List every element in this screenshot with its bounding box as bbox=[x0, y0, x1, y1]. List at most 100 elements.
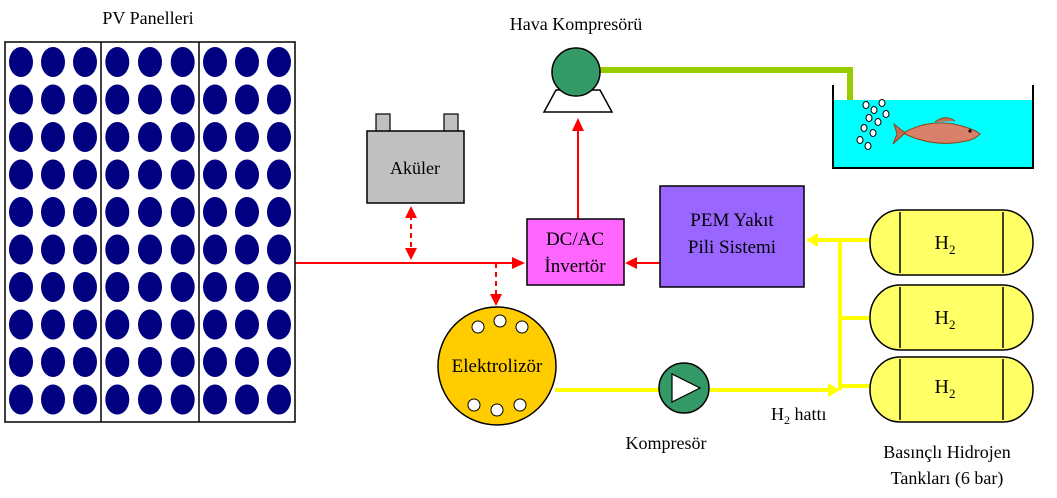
tanks-label-line2: Tankları (6 bar) bbox=[891, 468, 1004, 489]
air-compressor bbox=[542, 47, 614, 113]
pv-cell bbox=[73, 47, 97, 77]
pv-cell bbox=[9, 234, 33, 265]
hydrogen-lines bbox=[555, 238, 870, 392]
pv-cell bbox=[73, 122, 97, 152]
pv-cell bbox=[9, 84, 33, 115]
pv-cell bbox=[41, 159, 65, 190]
pv-cell bbox=[41, 272, 65, 302]
pv-cell bbox=[138, 84, 162, 115]
pv-cell bbox=[203, 122, 227, 152]
pv-cell bbox=[170, 47, 195, 77]
dc-ac-inverter: DC/AC İnvertör bbox=[526, 218, 625, 286]
pv-cell bbox=[203, 234, 227, 265]
pv-cell bbox=[267, 159, 291, 190]
pv-cell bbox=[9, 197, 33, 227]
pv-cell bbox=[170, 159, 195, 190]
pv-cell bbox=[105, 272, 130, 302]
pv-cell bbox=[267, 197, 291, 227]
inverter-label-line1: DC/AC bbox=[546, 229, 604, 250]
pv-cell bbox=[9, 384, 33, 415]
fish-tank bbox=[832, 85, 1034, 169]
pv-cell bbox=[138, 122, 162, 152]
h2-tank-3: H2 bbox=[869, 356, 1034, 423]
pv-cell bbox=[170, 272, 195, 302]
pv-cell bbox=[9, 47, 33, 77]
pv-cell bbox=[73, 159, 97, 190]
h2-line-arrow bbox=[828, 383, 840, 397]
pv-cell bbox=[41, 47, 65, 77]
pv-cell bbox=[235, 234, 259, 265]
pv-cell bbox=[203, 159, 227, 190]
pv-cell bbox=[267, 84, 291, 115]
pv-panels-label: PV Panelleri bbox=[102, 8, 193, 28]
pv-cell bbox=[105, 122, 130, 152]
pv-cell bbox=[170, 384, 195, 415]
pv-cell bbox=[73, 197, 97, 227]
h2-tank-1-label: H2 bbox=[935, 232, 956, 257]
pv-panels bbox=[4, 41, 296, 423]
pv-cell bbox=[105, 47, 130, 77]
pv-cell bbox=[235, 272, 259, 302]
pv-cell bbox=[235, 122, 259, 152]
pv-cell bbox=[235, 47, 259, 77]
pv-cell bbox=[105, 384, 130, 415]
h2-to-pem-arrow bbox=[806, 233, 818, 247]
compressor-label: Kompresör bbox=[626, 433, 707, 453]
pv-cell bbox=[170, 197, 195, 227]
pv-cell bbox=[73, 234, 97, 265]
pv-cell bbox=[235, 384, 259, 415]
pem-fuel-cell: PEM Yakıt Pili Sistemi bbox=[659, 185, 805, 288]
pv-cell bbox=[138, 272, 162, 302]
pv-cell bbox=[170, 84, 195, 115]
pv-cell bbox=[138, 197, 162, 227]
pv-cell bbox=[41, 122, 65, 152]
pv-cell bbox=[203, 347, 227, 377]
pv-cell bbox=[138, 347, 162, 377]
pv-cell bbox=[138, 384, 162, 415]
pv-cell bbox=[41, 234, 65, 265]
pv-cell bbox=[170, 309, 195, 340]
pv-cell bbox=[73, 272, 97, 302]
pv-cell bbox=[267, 234, 291, 265]
fish-icon bbox=[892, 117, 981, 145]
pv-cell bbox=[73, 347, 97, 377]
pem-label-line2: Pili Sistemi bbox=[688, 237, 776, 258]
pv-cell bbox=[235, 197, 259, 227]
electric-lines bbox=[295, 118, 660, 306]
pv-cell bbox=[203, 47, 227, 77]
h2-tank-2-label: H2 bbox=[935, 307, 956, 332]
pv-cell bbox=[9, 159, 33, 190]
pv-cell bbox=[267, 384, 291, 415]
pv-cell bbox=[9, 309, 33, 340]
compressor bbox=[658, 362, 710, 414]
batteries: Aküler bbox=[366, 113, 465, 204]
h2-tank-2: H2 bbox=[869, 284, 1034, 351]
pv-cell bbox=[138, 159, 162, 190]
pv-cell bbox=[138, 234, 162, 265]
pem-label-line1: PEM Yakıt bbox=[690, 210, 774, 231]
pv-cell bbox=[41, 347, 65, 377]
pv-cell bbox=[138, 47, 162, 77]
pv-cell bbox=[73, 309, 97, 340]
pv-cell bbox=[105, 347, 130, 377]
pv-cell bbox=[105, 197, 130, 227]
h2-tank-1: H2 bbox=[869, 209, 1034, 276]
h2-tank-3-label: H2 bbox=[935, 376, 956, 401]
pv-cell bbox=[235, 159, 259, 190]
pv-cell bbox=[9, 122, 33, 152]
pv-cell bbox=[73, 384, 97, 415]
pv-cell bbox=[105, 234, 130, 265]
pv-cell bbox=[105, 309, 130, 340]
pv-cell bbox=[235, 84, 259, 115]
pv-cells bbox=[9, 47, 291, 415]
pv-cell bbox=[105, 84, 130, 115]
pv-cell bbox=[105, 159, 130, 190]
pv-cell bbox=[267, 309, 291, 340]
pv-cell bbox=[203, 309, 227, 340]
pv-cell bbox=[170, 122, 195, 152]
pv-cell bbox=[203, 384, 227, 415]
inverter-label-line2: İnvertör bbox=[544, 256, 606, 277]
pv-cell bbox=[41, 309, 65, 340]
pv-cell bbox=[235, 347, 259, 377]
